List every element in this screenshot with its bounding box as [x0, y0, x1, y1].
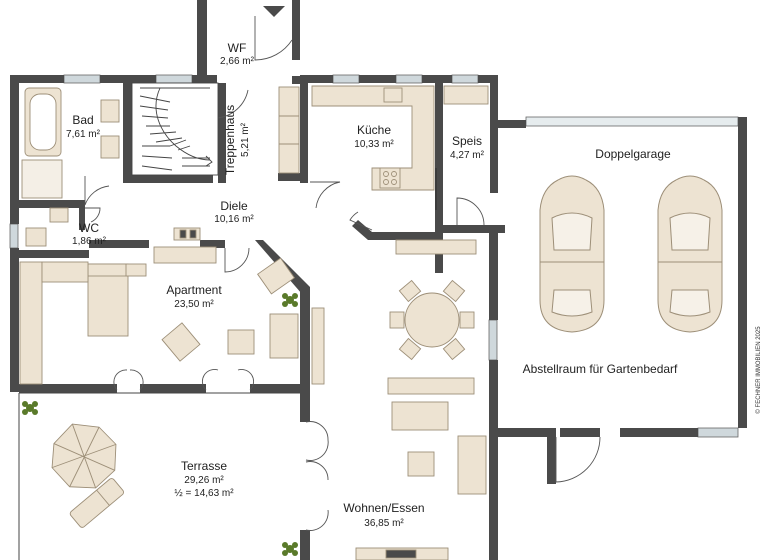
room-terrasse-name: Terrasse: [181, 459, 227, 473]
room-kueche-area: 10,33 m²: [354, 139, 394, 150]
door-entrance: [254, 16, 293, 61]
apartment-bench: [41, 261, 89, 283]
kitchen-stove: [379, 167, 401, 189]
walls: [10, 0, 747, 560]
apartment-desk: [153, 246, 217, 264]
room-diele-name: Diele: [220, 199, 248, 213]
kitchen-counter: [311, 85, 435, 191]
cabinet-diele: [278, 86, 300, 174]
sideboard-top: [395, 239, 477, 255]
door-apartment: [224, 247, 250, 273]
door-speis: [456, 197, 485, 226]
room-terrasse-area-half: ½ = 14,63 m²: [174, 488, 234, 499]
room-speis-name: Speis: [452, 134, 482, 148]
window-kueche-1: [332, 74, 360, 84]
room-wf-name: WF: [228, 41, 247, 55]
copyright-notice: © FECHNER IMMOBILIEN 2025: [755, 326, 762, 414]
window-bad: [63, 74, 101, 84]
window-garage-top: [525, 116, 739, 127]
room-bad-name: Bad: [72, 113, 93, 127]
plant-icon-terrasse-top: [22, 401, 38, 415]
entrance-arrow-icon: [263, 6, 285, 17]
room-labels: WF 2,66 m² Bad 7,61 m² Treppenhaus 5,21 …: [66, 41, 678, 529]
room-treppenhaus-name: Treppenhaus: [223, 105, 237, 175]
terrace-outline: [18, 392, 300, 560]
apartment-chair-top: [257, 257, 295, 295]
room-bad-area: 7,61 m²: [66, 129, 101, 140]
bad-sink-1: [100, 99, 120, 123]
window-kueche-2: [395, 74, 423, 84]
sun-lounger: [69, 478, 124, 528]
car-left: [539, 175, 605, 333]
dining-table: [404, 292, 460, 348]
wohnen-wall-shelf: [311, 307, 325, 385]
door-kueche: [310, 181, 341, 209]
wc-sink: [49, 207, 69, 223]
window-garage-bottom: [697, 427, 739, 438]
apartment-armchair: [161, 322, 201, 362]
room-abstellraum-name: Abstellraum für Gartenbedarf: [523, 362, 678, 376]
shower: [21, 159, 63, 199]
car-right: [657, 175, 723, 333]
staircase: [131, 82, 219, 176]
coffee-table: [407, 451, 435, 477]
window-wohnen-east: [488, 319, 498, 361]
plant-icon-apartment: [282, 293, 298, 307]
furniture: [19, 85, 489, 560]
room-doppelgarage-name: Doppelgarage: [595, 147, 671, 161]
kitchen-sink: [383, 87, 403, 103]
door-bad: [84, 176, 110, 206]
room-wc-name: WC: [79, 221, 99, 235]
room-kueche-name: Küche: [357, 123, 391, 137]
toilet: [25, 227, 47, 247]
apartment-wardrobe: [19, 261, 43, 385]
room-diele-area: 10,16 m²: [214, 214, 254, 225]
window-treppe: [155, 74, 193, 84]
room-apartment-name: Apartment: [166, 283, 222, 297]
apartment-side-table: [227, 329, 255, 355]
plant-icon-terrasse-bottom: [282, 542, 298, 556]
apartment-sofa: [269, 313, 299, 359]
room-wohnen-name: Wohnen/Essen: [343, 501, 424, 515]
window-wc: [9, 223, 19, 249]
door-wohnen-french: [305, 421, 329, 531]
window-speis: [451, 74, 479, 84]
door-kueche-diele: [349, 211, 373, 231]
parasol: [51, 423, 117, 489]
bad-sink-2: [100, 135, 120, 159]
speis-shelf: [443, 85, 489, 105]
room-wohnen-area: 36,85 m²: [364, 518, 404, 529]
wohnen-bench: [387, 377, 475, 395]
doors: [84, 16, 601, 531]
room-apartment-area: 23,50 m²: [174, 299, 214, 310]
room-speis-area: 4,27 m²: [450, 150, 485, 161]
door-wc: [85, 207, 101, 223]
room-wc-area: 1,86 m²: [72, 236, 107, 247]
wohnen-sofa-top: [391, 401, 449, 431]
door-abstellraum: [555, 436, 601, 483]
room-wf-area: 2,66 m²: [220, 56, 255, 67]
door-apartment-french: [113, 369, 254, 391]
room-treppenhaus-area: 5,21 m²: [240, 122, 251, 157]
wohnen-sofa-side: [457, 435, 487, 495]
apartment-table-small: [125, 263, 147, 277]
room-terrasse-area: 29,26 m²: [184, 475, 224, 486]
